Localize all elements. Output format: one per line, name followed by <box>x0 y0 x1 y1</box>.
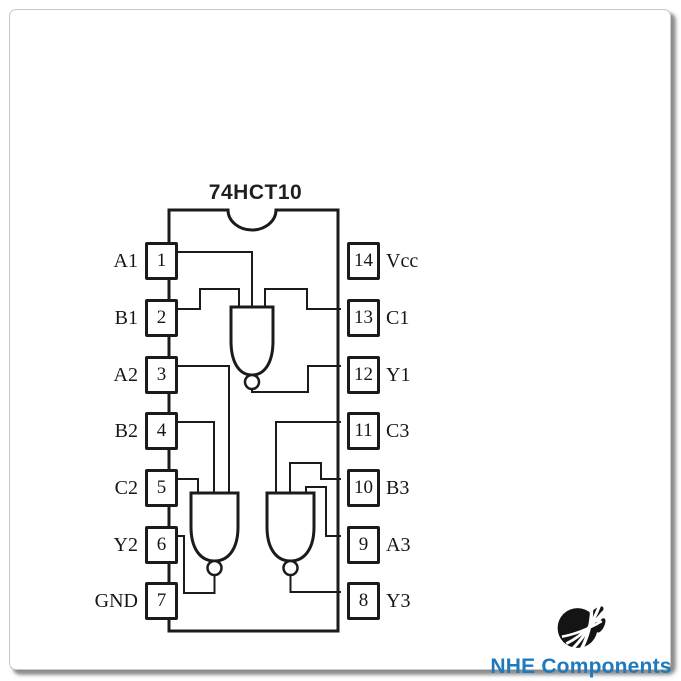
nand-gate-2 <box>189 491 240 563</box>
nand-gate-1-bubble <box>243 373 261 391</box>
pin-box-4: 4 <box>145 412 178 450</box>
pin-label-vcc: Vcc <box>386 250 419 272</box>
pin-box-5: 5 <box>145 469 178 507</box>
pin-number-12: 12 <box>354 364 373 385</box>
wire-c3 <box>275 421 341 494</box>
nand-gates <box>189 305 316 577</box>
wire-a1 <box>166 251 253 308</box>
wire-y3 <box>289 574 341 593</box>
pin-label-y3: Y3 <box>386 590 411 612</box>
pin-box-6: 6 <box>145 526 178 564</box>
pin-number-6: 6 <box>156 534 167 555</box>
pin-label-a2: A2 <box>113 364 138 386</box>
nand-gate-3 <box>265 491 316 563</box>
fan-shell-icon <box>557 602 606 653</box>
pin-box-7: 7 <box>145 582 178 620</box>
ic-body-outline <box>167 208 340 633</box>
pin-box-3: 3 <box>145 356 178 394</box>
wire-a2 <box>166 365 230 494</box>
brand-logo: NHE Components <box>490 602 671 680</box>
pin-label-y2: Y2 <box>113 534 138 556</box>
pin-label-b2: B2 <box>114 420 138 442</box>
pin-number-11: 11 <box>354 420 373 441</box>
wire-b3 <box>289 462 341 494</box>
pin-number-3: 3 <box>156 364 167 385</box>
pin-box-10: 10 <box>347 469 380 507</box>
pin-box-11: 11 <box>347 412 380 450</box>
pin-label-gnd: GND <box>94 590 138 612</box>
pin-label-b3: B3 <box>386 477 410 499</box>
pin-number-1: 1 <box>156 250 167 271</box>
pin-label-c3: C3 <box>386 420 410 442</box>
pin-number-7: 7 <box>156 590 167 611</box>
pin-label-a3: A3 <box>386 534 411 556</box>
pin-number-8: 8 <box>358 590 369 611</box>
nand-gate-3-bubble <box>282 559 299 577</box>
wire-y2 <box>166 535 216 594</box>
wire-b2 <box>166 421 215 494</box>
pin-box-9: 9 <box>347 526 380 564</box>
pin-label-b1: B1 <box>114 307 138 329</box>
pin-box-14: 14 <box>347 242 380 280</box>
ic-schematic <box>166 208 341 633</box>
pin-number-4: 4 <box>156 420 167 441</box>
brand-name: NHE Components <box>490 655 672 678</box>
wire-b1 <box>166 288 240 310</box>
pin-number-13: 13 <box>354 307 373 328</box>
pin-box-8: 8 <box>347 582 380 620</box>
wire-c1 <box>264 288 341 310</box>
pin-box-2: 2 <box>145 299 178 337</box>
pin-box-13: 13 <box>347 299 380 337</box>
pin-label-c2: C2 <box>114 477 138 499</box>
pin-box-12: 12 <box>347 356 380 394</box>
pin-box-1: 1 <box>145 242 178 280</box>
wire-a3 <box>305 486 341 537</box>
pin-label-c1: C1 <box>386 307 410 329</box>
pin-number-2: 2 <box>156 307 167 328</box>
pin-label-y1: Y1 <box>386 364 411 386</box>
pin-number-5: 5 <box>156 477 167 498</box>
pin-number-10: 10 <box>354 477 373 498</box>
internal-wires <box>166 251 341 594</box>
nand-gate-1 <box>229 305 275 377</box>
wire-y1 <box>251 365 341 393</box>
nand-gate-2-bubble <box>206 559 223 577</box>
pin-number-14: 14 <box>354 250 373 271</box>
datasheet-card: 74HCT10 <box>9 9 671 678</box>
pin-label-a1: A1 <box>113 250 138 272</box>
pin-number-9: 9 <box>358 534 369 555</box>
chip-title: 74HCT10 <box>208 181 303 204</box>
